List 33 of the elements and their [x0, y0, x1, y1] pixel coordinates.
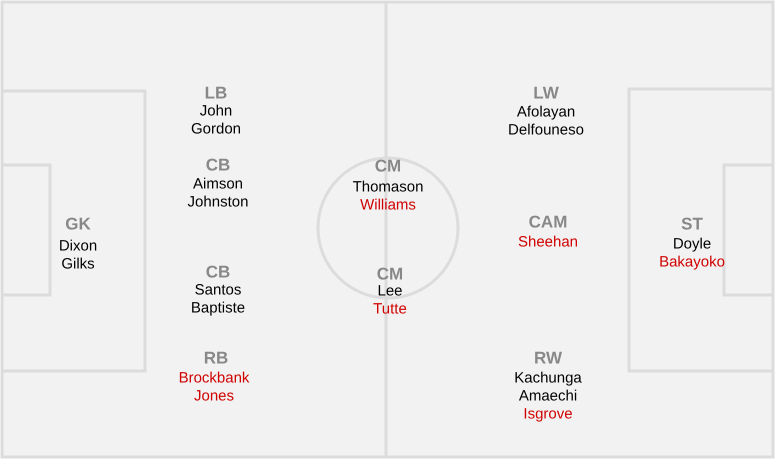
position-label: CM — [374, 158, 402, 174]
substitute-player-name: Sheehan — [518, 234, 578, 250]
substitute-player-name: Bakayoko — [659, 254, 725, 270]
player-name: Afolayan — [516, 104, 576, 120]
player-name: Gordon — [190, 122, 242, 136]
position-label: CM — [376, 266, 404, 282]
position-label: GK — [65, 216, 91, 232]
position-label: LW — [533, 84, 559, 102]
substitute-player-name: Jones — [194, 388, 234, 404]
substitute-player-name: Williams — [360, 198, 416, 212]
player-name: Aimson — [192, 176, 244, 192]
player-name: Gilks — [61, 256, 95, 272]
player-name: Santos — [194, 282, 242, 298]
position-label: RW — [534, 350, 562, 366]
substitute-player-name: Isgrove — [523, 406, 573, 422]
player-name: Doyle — [672, 236, 712, 252]
player-name: Lee — [377, 284, 403, 298]
player-name: Amaechi — [518, 388, 578, 404]
position-label: CAM — [528, 214, 568, 230]
player-name: Dixon — [58, 238, 98, 254]
player-name: John — [200, 104, 232, 118]
position-label: ST — [681, 216, 703, 232]
substitute-player-name: Tutte — [373, 302, 407, 316]
position-label: CB — [206, 156, 230, 174]
player-name: Thomason — [352, 180, 424, 194]
substitute-player-name: Brockbank — [178, 370, 250, 386]
position-label: RB — [204, 350, 228, 366]
player-name: Johnston — [188, 194, 248, 210]
position-label: CB — [206, 264, 230, 280]
player-name: Kachunga — [514, 370, 582, 386]
position-label: LB — [204, 84, 228, 102]
player-name: Baptiste — [190, 300, 246, 316]
player-name: Delfouneso — [508, 122, 584, 138]
